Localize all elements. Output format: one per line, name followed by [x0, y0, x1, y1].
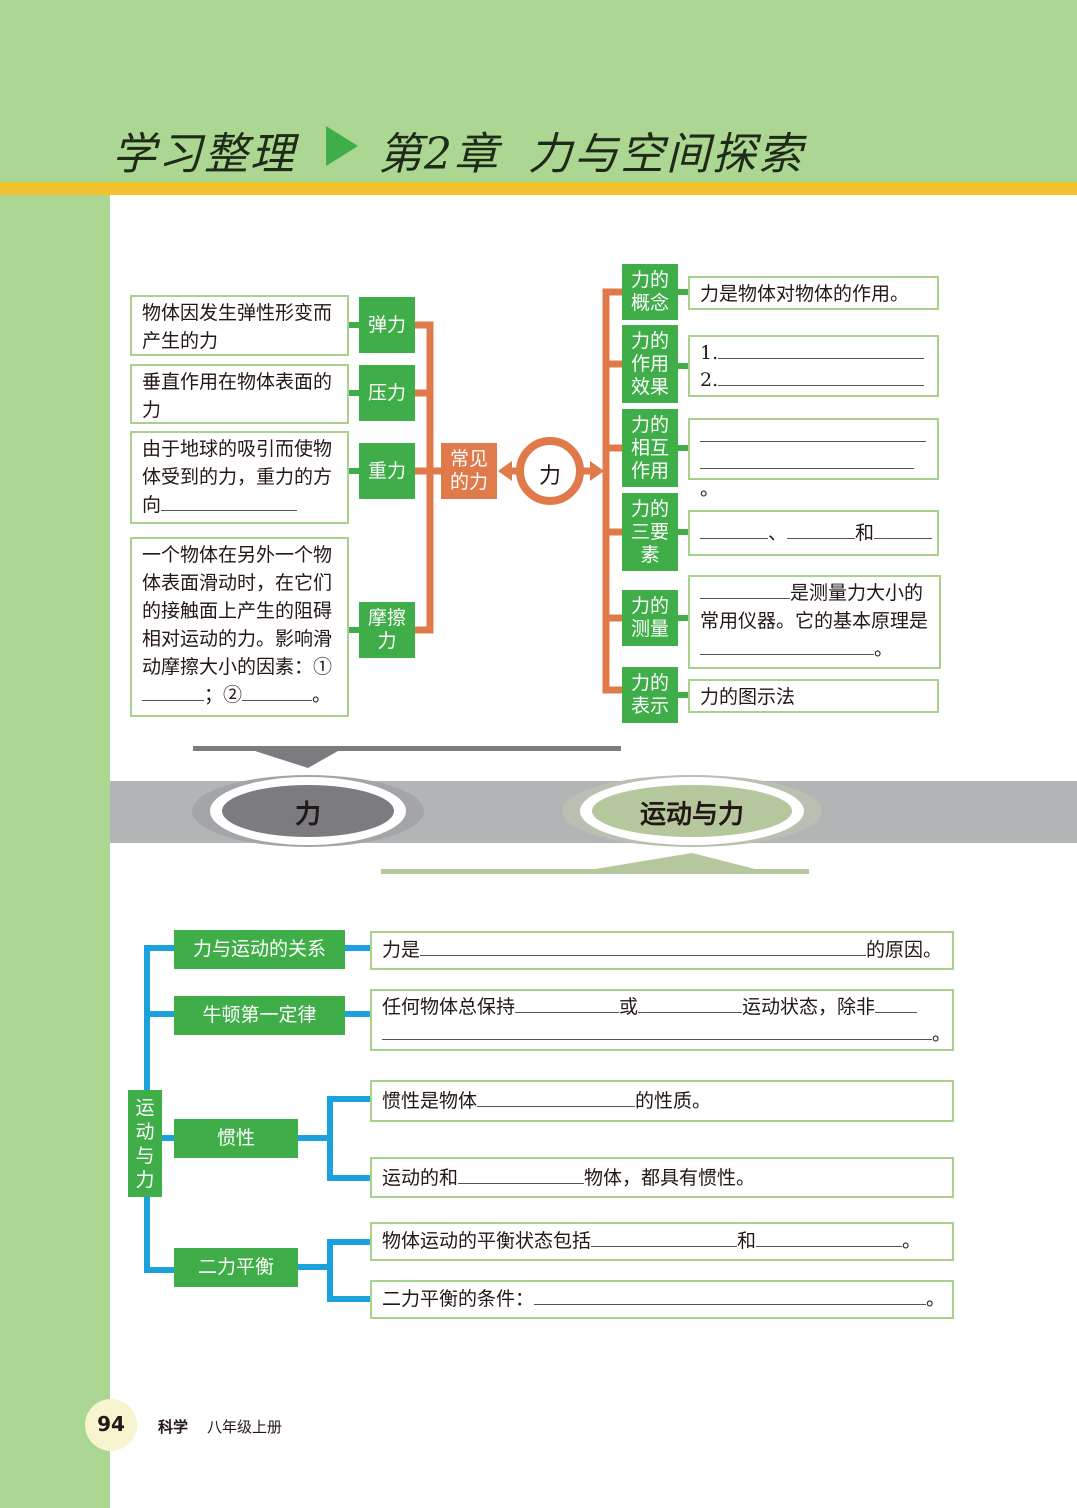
label-elastic-force: 弹力	[359, 297, 415, 353]
center-force: 力	[538, 464, 561, 489]
side-band	[0, 195, 110, 1508]
period: 。	[700, 478, 720, 500]
text: 的性质。	[635, 1090, 712, 1112]
circle-2: ；②	[204, 684, 243, 706]
item-1: 1.	[700, 342, 719, 364]
label-force-representation: 力的表示	[622, 667, 678, 723]
page-number: 94	[97, 1412, 125, 1436]
blank-field[interactable]	[700, 422, 926, 442]
bridge-force-label: 力	[294, 800, 321, 830]
blank-field[interactable]	[787, 519, 856, 539]
period: 。	[926, 1288, 946, 1310]
force-effects-box: 1.2.	[688, 335, 939, 397]
blank-field[interactable]	[242, 681, 313, 701]
blank-field[interactable]	[382, 1020, 932, 1040]
inertia-box-1: 惯性是物体 的性质。	[370, 1080, 954, 1122]
header-band	[0, 0, 1077, 182]
label-force-effects: 力的作用效果	[622, 325, 678, 403]
label-three-elements: 力的三要素	[622, 493, 678, 571]
gravity-desc-text: 由于地球的吸引而使物体受到的力，重力的方向	[142, 438, 333, 516]
circle-1: ①	[313, 656, 333, 678]
text: 或	[619, 996, 639, 1018]
period: 。	[902, 1230, 922, 1252]
period: 。	[312, 684, 332, 706]
and-text: 和	[855, 522, 875, 544]
text: 物体运动的平衡状态包括	[382, 1230, 592, 1252]
balance-box-2: 二力平衡的条件： 。	[370, 1280, 954, 1319]
footer-grade: 八年级上册	[207, 1418, 283, 1436]
bridge-motion-label: 运动与力	[639, 800, 744, 830]
label-force-concept: 力的概念	[622, 264, 678, 320]
text: 的原因。	[866, 939, 943, 961]
blank-field[interactable]	[700, 579, 790, 599]
blank-field[interactable]	[700, 635, 874, 655]
blank-field[interactable]	[638, 993, 743, 1013]
inertia-box-2: 运动的和 物体，都具有惯性。	[370, 1157, 954, 1198]
blank-field[interactable]	[591, 1227, 738, 1247]
period: 。	[874, 638, 894, 660]
label-force-motion-relation: 力与运动的关系	[174, 930, 345, 969]
label-gravity: 重力	[359, 443, 415, 499]
text: 惯性是物体	[382, 1090, 478, 1112]
force-representation-box: 力的图示法	[688, 679, 939, 713]
label-newton-first-law: 牛顿第一定律	[174, 996, 345, 1035]
text: 运动状态，除非	[742, 996, 876, 1018]
force-concept-box: 力是物体对物体的作用。	[688, 276, 939, 310]
label-force-measurement: 力的测量	[622, 590, 678, 646]
blank-field[interactable]	[420, 936, 867, 956]
blank-field[interactable]	[515, 993, 620, 1013]
blank-field[interactable]	[700, 519, 768, 539]
label-pressure: 压力	[359, 365, 415, 421]
label-force-interaction: 力的相互作用	[622, 409, 678, 487]
text: 物体，都具有惯性。	[584, 1167, 756, 1189]
period: 。	[932, 1023, 952, 1045]
friction-desc: 一个物体在另外一个物体表面滑动时，在它们的接触面上产生的阻碍相对运动的力。影响滑…	[130, 537, 349, 717]
elastic-force-desc: 物体因发生弹性形变而产生的力	[130, 295, 349, 356]
blank-field[interactable]	[718, 339, 925, 359]
text: 任何物体总保持	[382, 996, 516, 1018]
label-balanced-forces: 二力平衡	[174, 1248, 298, 1287]
blank-field[interactable]	[718, 366, 925, 386]
text: 和	[737, 1230, 757, 1252]
section-title: 学习整理	[112, 129, 296, 180]
label-inertia: 惯性	[174, 1119, 298, 1158]
text: 二力平衡的条件：	[382, 1288, 535, 1310]
force-measurement-box: 是测量力大小的常用仪器。它的基本原理是。	[688, 575, 941, 669]
blank-field[interactable]	[477, 1087, 636, 1107]
chapter-number: 第2章	[378, 129, 500, 180]
chapter-title: 力与空间探索	[528, 129, 804, 180]
blank-field[interactable]	[756, 1227, 903, 1247]
gravity-desc: 由于地球的吸引而使物体受到的力，重力的方向	[130, 431, 349, 524]
three-elements-box: 、和	[688, 510, 939, 556]
force-interaction-box: 。	[688, 418, 939, 500]
footer-subject: 科学	[158, 1418, 189, 1436]
force-motion-box: 力是 的原因。	[370, 931, 954, 970]
blank-field[interactable]	[700, 449, 914, 469]
blank-field[interactable]	[534, 1285, 927, 1305]
measurement-text: 是测量力大小的常用仪器。它的基本原理是	[700, 582, 929, 632]
header-stripe	[0, 182, 1077, 195]
blank-field[interactable]	[161, 491, 298, 511]
newton-law-box: 任何物体总保持 或 运动状态，除非。	[370, 989, 954, 1051]
text: 运动的和	[382, 1167, 459, 1189]
friction-desc-text: 一个物体在另外一个物体表面滑动时，在它们的接触面上产生的阻碍相对运动的力。影响滑…	[142, 544, 333, 678]
text: 力是	[382, 939, 421, 961]
balance-box-1: 物体运动的平衡状态包括 和 。	[370, 1222, 954, 1261]
blank-field[interactable]	[458, 1164, 585, 1184]
blank-field[interactable]	[875, 993, 918, 1013]
pressure-desc: 垂直作用在物体表面的力	[130, 364, 349, 424]
blank-field[interactable]	[142, 681, 204, 701]
label-common-forces: 常见的力	[441, 443, 497, 499]
separator: 、	[768, 522, 788, 544]
label-motion-and-force: 运动与力	[128, 1090, 162, 1197]
label-friction: 摩擦力	[359, 602, 415, 658]
item-2: 2.	[700, 369, 719, 391]
blank-field[interactable]	[874, 519, 933, 539]
triangle-right-icon	[326, 126, 358, 166]
